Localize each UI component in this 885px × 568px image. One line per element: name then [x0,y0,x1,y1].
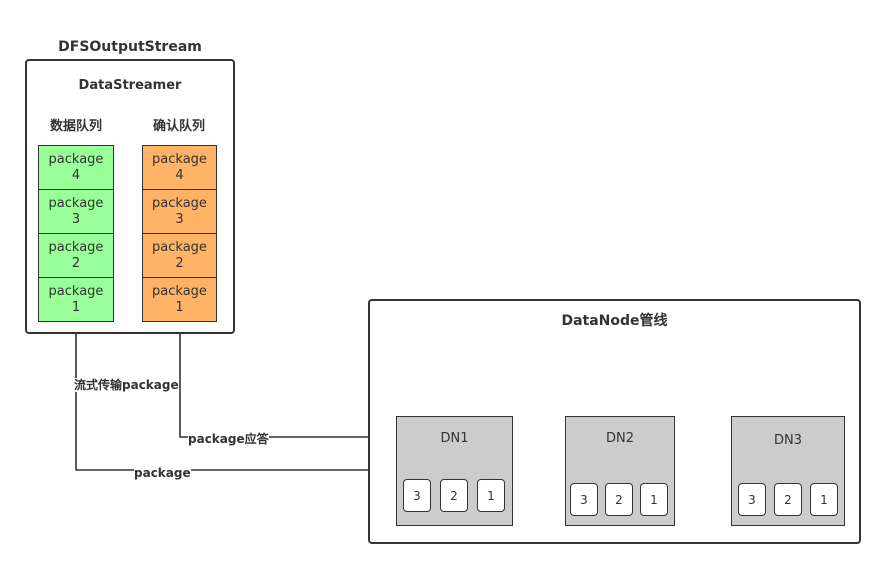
datanode-slot: 2 [440,479,468,512]
data-queue-item: package 2 [38,233,114,278]
ack-queue-label: 确认队列 [152,119,205,134]
datanode-slot: 3 [403,479,431,512]
datanode-slot: 2 [605,483,633,516]
data-queue-item-label: package 3 [48,195,104,227]
datanode-label: DN1 [440,431,469,446]
datanode-slot: 1 [640,483,668,516]
stream-package-label: 流式传输package [74,378,179,392]
datanode-label: DN3 [773,433,802,448]
datanode-dn1: DN1 3 2 1 [396,416,513,526]
ack-queue-item: package 2 [142,233,217,278]
datanode-label: DN2 [605,431,634,446]
data-queue-item-label: package 2 [48,239,104,271]
ack-queue-item-label: package 3 [152,195,207,227]
package-label: package [134,466,191,480]
data-streamer-title: DataStreamer [78,78,182,93]
datanode-slot: 3 [570,483,598,516]
ack-queue-item-label: package 1 [152,283,207,315]
package-ack-edge [175,322,396,438]
stream-package-edge [75,321,394,475]
ack-queue-item-label: package 2 [152,239,207,271]
data-queue-item-label: package 1 [48,283,104,315]
package-ack-label: package应答 [188,432,269,446]
datanode-dn2: DN2 3 2 1 [565,416,675,526]
ack-queue-item-label: package 4 [152,151,207,183]
data-queue-item: package 1 [38,277,114,322]
datanode-slot: 3 [738,483,766,516]
datanode-pipeline-title: DataNode管线 [561,313,668,329]
dfs-output-stream-title: DFSOutputStream [58,39,202,55]
ack-queue-item: package 3 [142,189,217,234]
data-queue-item: package 3 [38,189,114,234]
datanode-slot: 1 [810,483,838,516]
datanode-slot: 1 [477,479,505,512]
data-queue-item: package 4 [38,145,114,190]
data-queue-label: 数据队列 [49,119,102,134]
data-queue-item-label: package 4 [48,151,104,183]
ack-queue-item: package 1 [142,277,217,322]
datanode-slot: 2 [774,483,802,516]
datanode-dn3: DN3 3 2 1 [731,416,845,526]
ack-queue-item: package 4 [142,145,217,190]
